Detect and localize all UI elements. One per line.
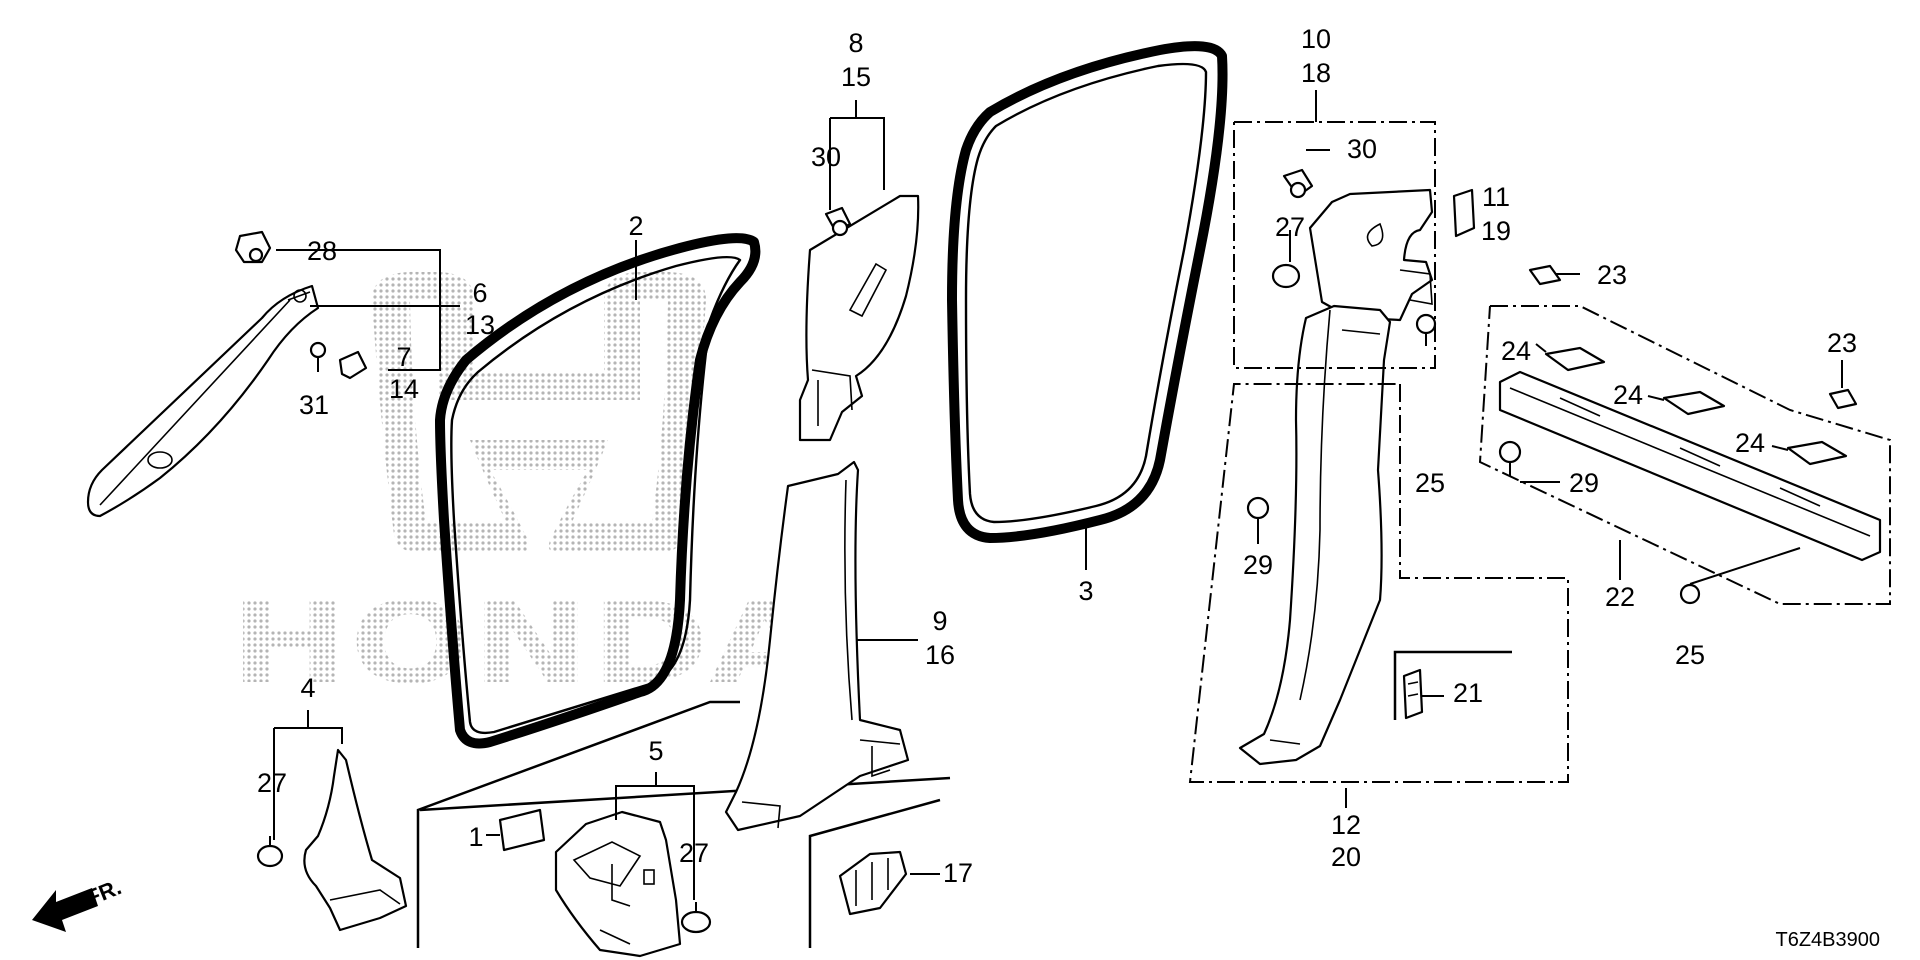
part-25-pin-a <box>1415 313 1437 335</box>
callout-22: 22 <box>1605 582 1635 612</box>
callout-17: 17 <box>943 858 973 888</box>
callout-1: 1 <box>468 822 483 852</box>
part-2-front-door-seal <box>435 233 761 749</box>
front-arrow-icon <box>32 888 98 932</box>
part-9-center-pillar-lower <box>724 460 910 832</box>
part-17-bracket <box>838 850 908 916</box>
part-27-clip-step <box>680 902 712 934</box>
callout-6: 6 <box>472 278 487 308</box>
part-10-rear-pillar-upper <box>1308 188 1434 322</box>
part-1-pad <box>498 808 546 852</box>
callout-28: 28 <box>307 236 337 266</box>
floor-lines <box>416 650 1512 948</box>
callout-29-lower: 29 <box>1243 550 1273 580</box>
front-label: FR. <box>83 874 125 910</box>
part-12-rear-pillar-lower <box>1238 304 1392 766</box>
part-7-clip <box>338 350 368 380</box>
callout-27-kick: 27 <box>257 768 287 798</box>
callout-29-sill: 29 <box>1569 468 1599 498</box>
part-29-fastener-lower <box>1246 496 1270 532</box>
callout-27-rear: 27 <box>1275 212 1305 242</box>
callout-27-step: 27 <box>679 838 709 868</box>
dashed-groups <box>1188 121 1891 783</box>
part-23-clip-a <box>1528 264 1562 286</box>
part-31-clip <box>309 341 327 372</box>
part-24-clip-a <box>1544 346 1606 372</box>
callout-23-a: 23 <box>1597 260 1627 290</box>
part-27-clip-kick <box>256 836 284 868</box>
callout-19: 19 <box>1481 216 1511 246</box>
callout-4: 4 <box>300 673 315 703</box>
callout-12: 12 <box>1331 810 1361 840</box>
part-6-front-pillar-garnish <box>86 284 320 518</box>
part-24-clip-b <box>1662 390 1726 416</box>
part-4-kick-panel <box>303 748 408 932</box>
part-21-clip <box>1402 668 1424 720</box>
callout-18: 18 <box>1301 58 1331 88</box>
part-5-step-bracket <box>554 810 682 958</box>
part-11-cap <box>1452 188 1476 238</box>
honda-h-logo <box>372 271 706 552</box>
callout-25-b: 25 <box>1675 640 1705 670</box>
callout-5: 5 <box>648 736 663 766</box>
callout-24-c: 24 <box>1735 428 1765 458</box>
part-8-center-pillar-upper <box>798 194 920 442</box>
callout-30-rear: 30 <box>1347 134 1377 164</box>
part-22-rear-sill-garnish <box>1498 370 1882 562</box>
callout-11: 11 <box>1482 182 1510 212</box>
callout-7: 7 <box>396 342 411 372</box>
callout-10: 10 <box>1301 24 1331 54</box>
callout-23-b: 23 <box>1827 328 1857 358</box>
part-25-pin-b <box>1679 583 1701 605</box>
callout-9: 9 <box>932 606 947 636</box>
part-23-clip-b <box>1828 388 1858 410</box>
part-24-clip-c <box>1786 440 1848 466</box>
part-30-fastener-center <box>824 206 852 237</box>
callout-25-a: 25 <box>1415 468 1445 498</box>
honda-wordmark: HONDA <box>230 579 820 709</box>
callout-13: 13 <box>465 310 495 340</box>
callout-2: 2 <box>628 211 643 241</box>
callout-14: 14 <box>389 374 419 404</box>
front-direction-indicator: FR. <box>32 874 125 932</box>
callout-31: 31 <box>299 390 329 420</box>
part-30-fastener-rear <box>1282 168 1314 199</box>
callout-15: 15 <box>841 62 871 92</box>
part-3-rear-door-seal <box>947 41 1228 543</box>
callout-21: 21 <box>1453 678 1483 708</box>
part-29-fastener-sill <box>1498 440 1522 476</box>
honda-watermark: HONDA <box>230 271 820 709</box>
callout-24-b: 24 <box>1613 380 1643 410</box>
callout-16: 16 <box>925 640 955 670</box>
callout-8: 8 <box>848 28 863 58</box>
part-28-fastener <box>234 230 272 264</box>
callout-3: 3 <box>1078 576 1093 606</box>
leader-lines <box>273 90 1843 900</box>
callout-24-a: 24 <box>1501 336 1531 366</box>
callout-30-center: 30 <box>811 142 841 172</box>
callout-labels: 2 3 4 5 1 6 13 7 14 28 31 8 15 30 9 16 2… <box>257 24 1857 888</box>
part-27-clip-rear <box>1271 263 1301 289</box>
callout-20: 20 <box>1331 842 1361 872</box>
diagram-code: T6Z4B3900 <box>1775 929 1880 951</box>
